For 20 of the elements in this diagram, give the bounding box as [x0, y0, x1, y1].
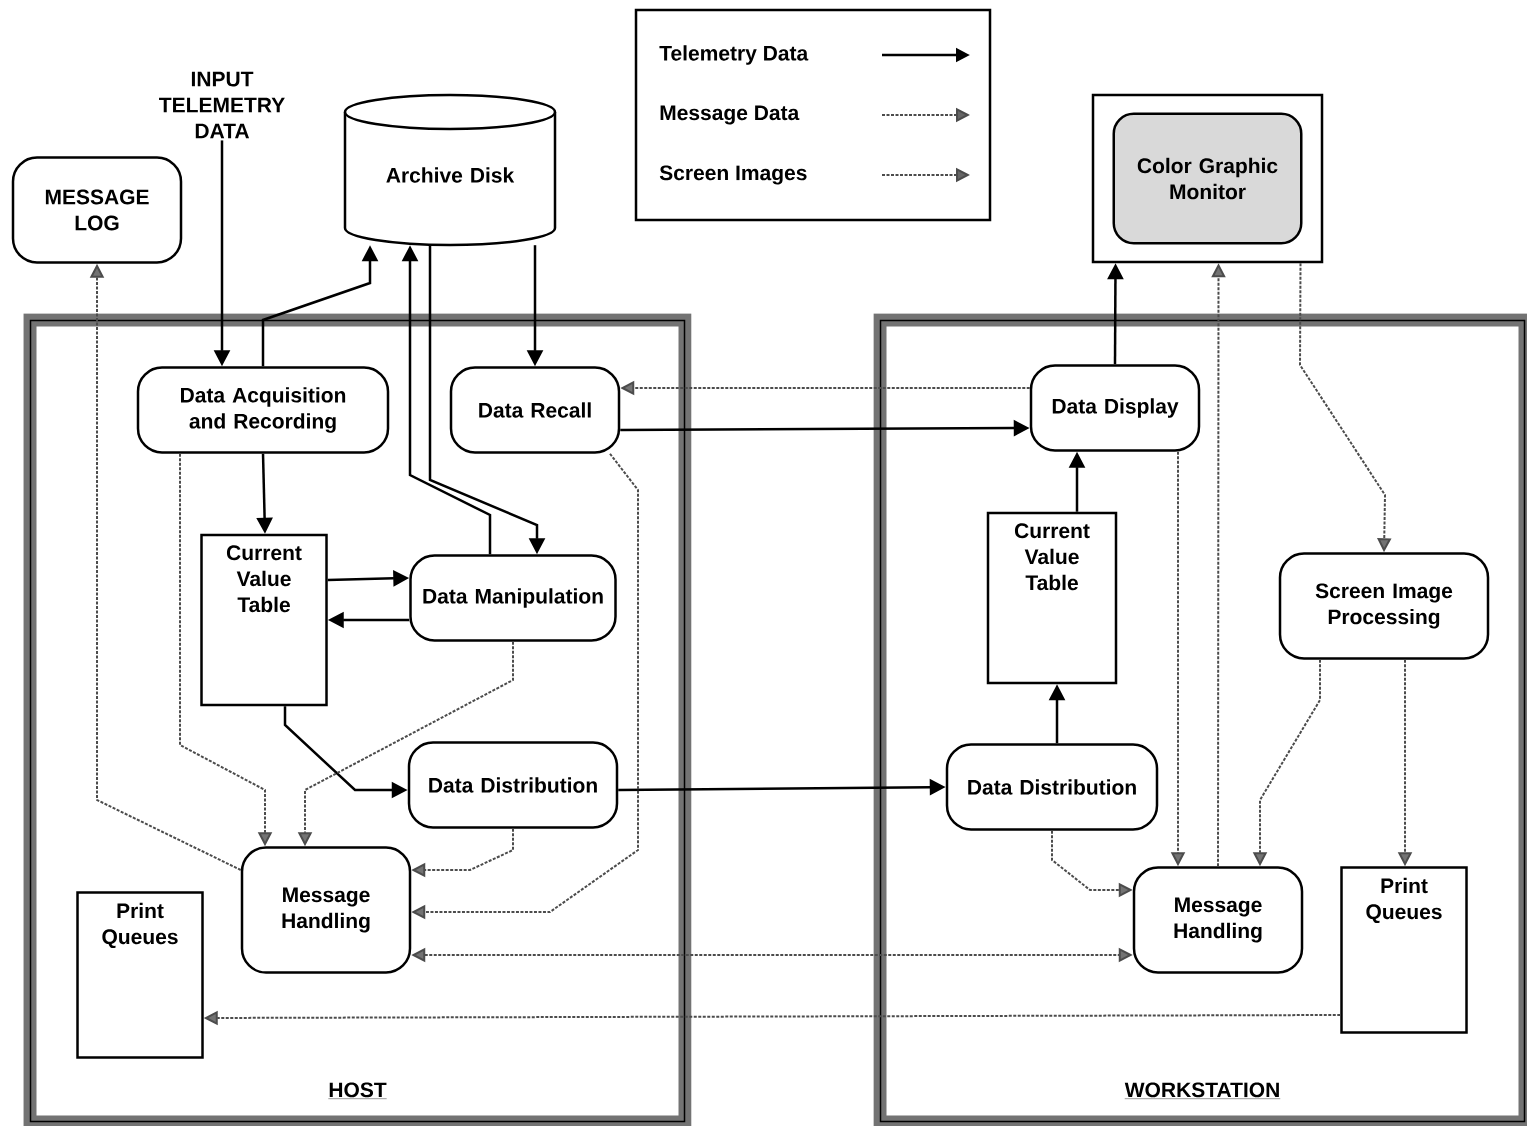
monitor-drawing: Color Graphic Monitor [1091, 93, 1324, 264]
process-box: Data Distribution [407, 741, 619, 829]
process-box: MESSAGE LOG [11, 156, 183, 264]
table-box: Current Value Table [986, 511, 1118, 685]
process-box: Data Recall [449, 366, 621, 454]
legend-label: Telemetry Data [659, 45, 809, 65]
process-box: Screen Image Processing [1278, 552, 1490, 660]
legend-label: Screen Images [659, 165, 807, 185]
table-box: Current Value Table [200, 533, 328, 707]
table-box: Print Queues [76, 891, 204, 1059]
disk-cylinder: Archive Disk [343, 93, 557, 247]
input-label: INPUT TELEMETRY DATA [159, 71, 285, 139]
process-box: Message Handling [240, 846, 412, 974]
process-box: Data Distribution [945, 743, 1159, 831]
table-box: Print Queues [1340, 866, 1468, 1034]
process-box: Data Manipulation [409, 554, 617, 642]
process-box: Data Acquisition and Recording [136, 366, 390, 454]
legend-label: Message Data [660, 105, 800, 125]
process-box: Message Handling [1132, 866, 1304, 974]
process-box: Data Display [1029, 364, 1201, 452]
